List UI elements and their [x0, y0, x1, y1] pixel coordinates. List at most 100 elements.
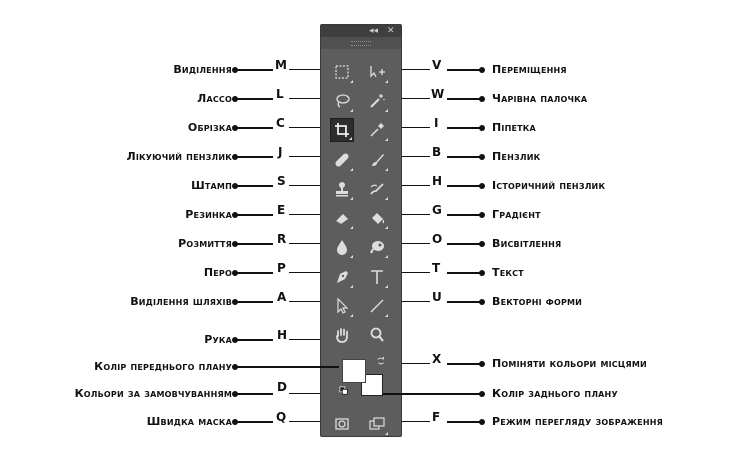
screen-mode-button[interactable]	[365, 412, 389, 436]
callout-key-blur: R	[277, 232, 287, 246]
lasso-tool[interactable]	[330, 89, 354, 113]
connector-line	[402, 272, 430, 273]
swap-colors-button[interactable]	[375, 355, 387, 367]
callout-dot	[479, 154, 485, 160]
hand-icon	[336, 328, 348, 343]
callout-key-gradient: G	[432, 203, 442, 217]
collapse-icon[interactable]: ◂◂	[369, 26, 379, 36]
history-brush-tool[interactable]	[365, 177, 389, 201]
eyedropper-tool[interactable]	[365, 118, 389, 142]
brush-tool[interactable]	[365, 148, 389, 172]
blur-tool[interactable]	[330, 235, 354, 259]
connector-line	[289, 156, 320, 157]
pen-icon	[337, 271, 348, 283]
callout-label-shape: Векторні форми	[492, 295, 583, 308]
stamp-icon	[336, 182, 348, 197]
connector-line	[289, 421, 320, 422]
callout-dot	[479, 270, 485, 276]
type-tool[interactable]	[365, 265, 389, 289]
callout-key-stamp: S	[277, 174, 286, 188]
magic-wand-tool[interactable]	[365, 89, 389, 113]
callout-dot	[479, 361, 485, 367]
callout-line	[235, 156, 273, 158]
callout-label-default-colors: Кольори за замовчуванням	[74, 387, 232, 400]
callout-dot	[479, 241, 485, 247]
callout-label-history-brush: Історичний пензлик	[492, 179, 606, 192]
callout-label-move: Переміщення	[492, 63, 567, 76]
connector-line	[289, 127, 320, 128]
callout-line	[447, 421, 481, 423]
rect-marquee-tool[interactable]	[330, 60, 354, 84]
callout-label-swap: Поміняти кольори місцями	[492, 357, 647, 370]
dodge-icon	[370, 241, 384, 254]
move-tool[interactable]	[365, 60, 389, 84]
brush-icon	[372, 154, 384, 166]
eraser-tool[interactable]	[330, 206, 354, 230]
default-colors-button[interactable]	[338, 385, 350, 397]
callout-label-background: Колір заднього плану	[492, 387, 618, 400]
callout-label-gradient: Градієнт	[492, 208, 541, 221]
callout-key-lasso: L	[276, 87, 284, 101]
quick-mask-icon	[335, 418, 349, 430]
panel-grip[interactable]	[321, 37, 401, 49]
background-color-swatch[interactable]	[361, 374, 383, 396]
callout-label-path-selection: Виділення шляхів	[130, 295, 232, 308]
path-selection-tool[interactable]	[330, 294, 354, 318]
connector-line	[289, 301, 320, 302]
callout-line	[447, 301, 481, 303]
callout-key-move: V	[432, 58, 442, 72]
callout-dot	[479, 212, 485, 218]
callout-key-eyedropper: I	[434, 116, 439, 130]
zoom-tool[interactable]	[365, 323, 389, 347]
callout-line	[235, 98, 273, 100]
eyedropper-icon	[370, 123, 384, 137]
callout-key-dodge: O	[432, 232, 443, 246]
callout-dot	[479, 391, 485, 397]
callout-key-pen: P	[277, 261, 286, 275]
clone-stamp-tool[interactable]	[330, 177, 354, 201]
connector-line	[402, 69, 430, 70]
callout-label-type: Текст	[492, 266, 524, 279]
wand-icon	[370, 94, 385, 108]
callout-label-magic-wand: Чарівна палочка	[492, 92, 588, 105]
close-icon[interactable]: ✕	[387, 26, 395, 36]
arrow-icon	[337, 297, 349, 314]
callout-label-eraser: Резинка	[185, 208, 232, 221]
callout-line	[235, 243, 273, 245]
rect-marquee-icon	[335, 65, 349, 79]
move-icon	[370, 66, 385, 78]
swap-arrows-icon	[377, 356, 384, 365]
healing-brush-tool[interactable]	[330, 148, 354, 172]
pen-tool[interactable]	[330, 265, 354, 289]
hand-tool[interactable]	[330, 323, 354, 347]
shape-tool[interactable]	[365, 294, 389, 318]
connector-line	[402, 98, 430, 99]
callout-dot	[479, 419, 485, 425]
connector-line	[289, 272, 320, 273]
callout-key-default-colors: D	[277, 380, 287, 394]
eraser-icon	[335, 214, 348, 225]
callout-line	[235, 185, 273, 187]
connector-line	[289, 98, 320, 99]
bandage-icon	[335, 153, 349, 167]
callout-key-history-brush: H	[432, 174, 443, 188]
callout-label-lasso: Лассо	[197, 92, 232, 105]
connector-line	[289, 185, 320, 186]
callout-line	[235, 214, 273, 216]
quick-mask-button[interactable]	[330, 412, 354, 436]
callout-key-healing: J	[278, 145, 283, 159]
callout-line	[447, 243, 481, 245]
callout-label-crop: Обрізка	[187, 121, 232, 134]
crop-tool[interactable]	[330, 118, 354, 142]
callout-label-blur: Розмиття	[178, 237, 232, 250]
connector-line	[289, 214, 320, 215]
gradient-tool[interactable]	[365, 206, 389, 230]
callout-line	[447, 127, 481, 129]
connector-line	[402, 301, 430, 302]
type-icon	[371, 270, 383, 284]
callout-key-eraser: E	[277, 203, 286, 217]
callout-key-magic-wand: W	[431, 87, 445, 101]
foreground-color-swatch[interactable]	[342, 359, 366, 383]
dodge-tool[interactable]	[365, 235, 389, 259]
callout-dot	[479, 299, 485, 305]
